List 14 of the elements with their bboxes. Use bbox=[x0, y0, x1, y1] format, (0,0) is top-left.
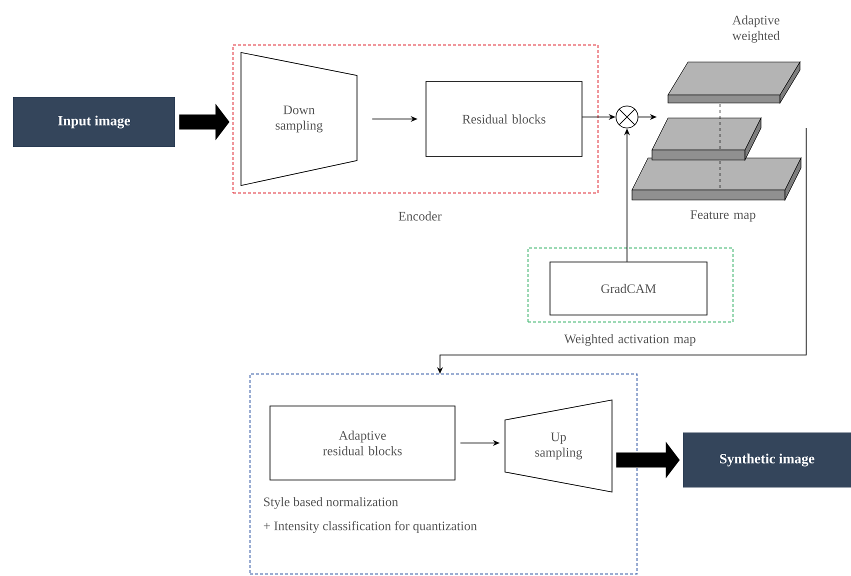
trapezoid-block: Up sampling bbox=[504, 400, 612, 492]
caption-text: Feature map bbox=[690, 210, 756, 222]
multiply-circle bbox=[616, 106, 638, 128]
image-label-box: Synthetic image bbox=[683, 432, 851, 488]
caption-text: Encoder bbox=[398, 211, 442, 221]
note-text: + Intensity classification for quantization bbox=[264, 521, 477, 533]
image-label-box: Input image bbox=[13, 97, 175, 147]
trapezoid-block: Down sampling bbox=[240, 52, 358, 186]
process-box: Residual blocks bbox=[426, 81, 582, 157]
process-box: GradCAM bbox=[550, 262, 708, 316]
process-box: Adaptive residual blocks bbox=[270, 406, 456, 480]
note-text: Style based normalization bbox=[264, 497, 398, 509]
caption-text: Adaptive weighted bbox=[732, 15, 780, 43]
caption-text: Weighted activation map bbox=[564, 334, 696, 346]
